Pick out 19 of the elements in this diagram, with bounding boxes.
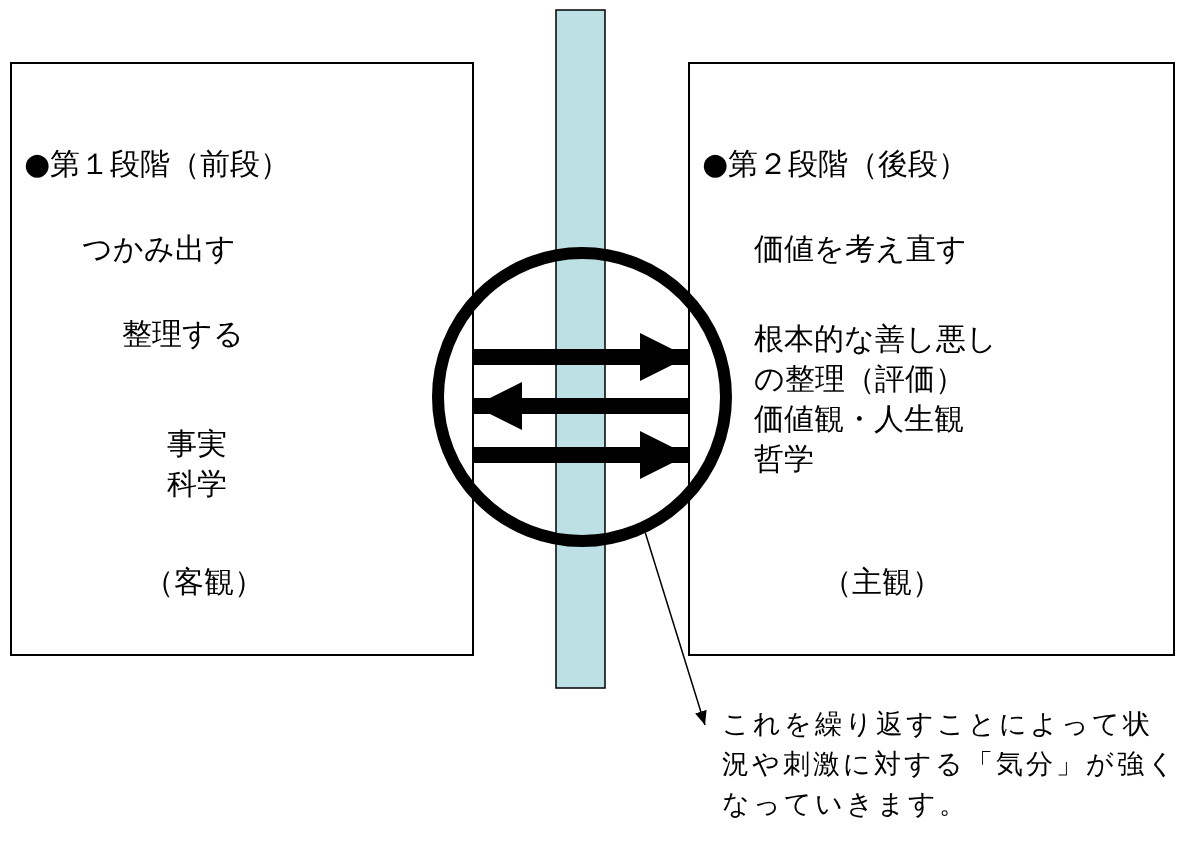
box-text: 事実 bbox=[167, 425, 227, 463]
stage-heading: ●第２段階（後段） bbox=[702, 145, 969, 183]
box-text: 科学 bbox=[167, 465, 227, 503]
box-text: 根本的な善し悪しの整理（評価） bbox=[754, 320, 998, 398]
arrow bbox=[474, 333, 688, 381]
box-text: 価値観・人生観 bbox=[754, 400, 964, 438]
arrow bbox=[474, 431, 688, 479]
arrow bbox=[474, 382, 688, 430]
stage-heading: ●第１段階（前段） bbox=[24, 145, 291, 183]
box-text: 価値を考え直す bbox=[754, 230, 967, 268]
box-text: つかみ出す bbox=[82, 230, 236, 268]
box-text: 整理する bbox=[122, 315, 244, 353]
leader-line bbox=[644, 532, 707, 726]
note-text: これを繰り返すことによって状況や刺激に対する「気分」が強くなっていきます。 bbox=[705, 704, 1180, 824]
box-text: （主観） bbox=[822, 563, 942, 601]
stage-box bbox=[688, 62, 1175, 656]
box-text: 哲学 bbox=[754, 440, 814, 478]
box-text: （客観） bbox=[144, 563, 264, 601]
stage-box bbox=[10, 62, 474, 656]
